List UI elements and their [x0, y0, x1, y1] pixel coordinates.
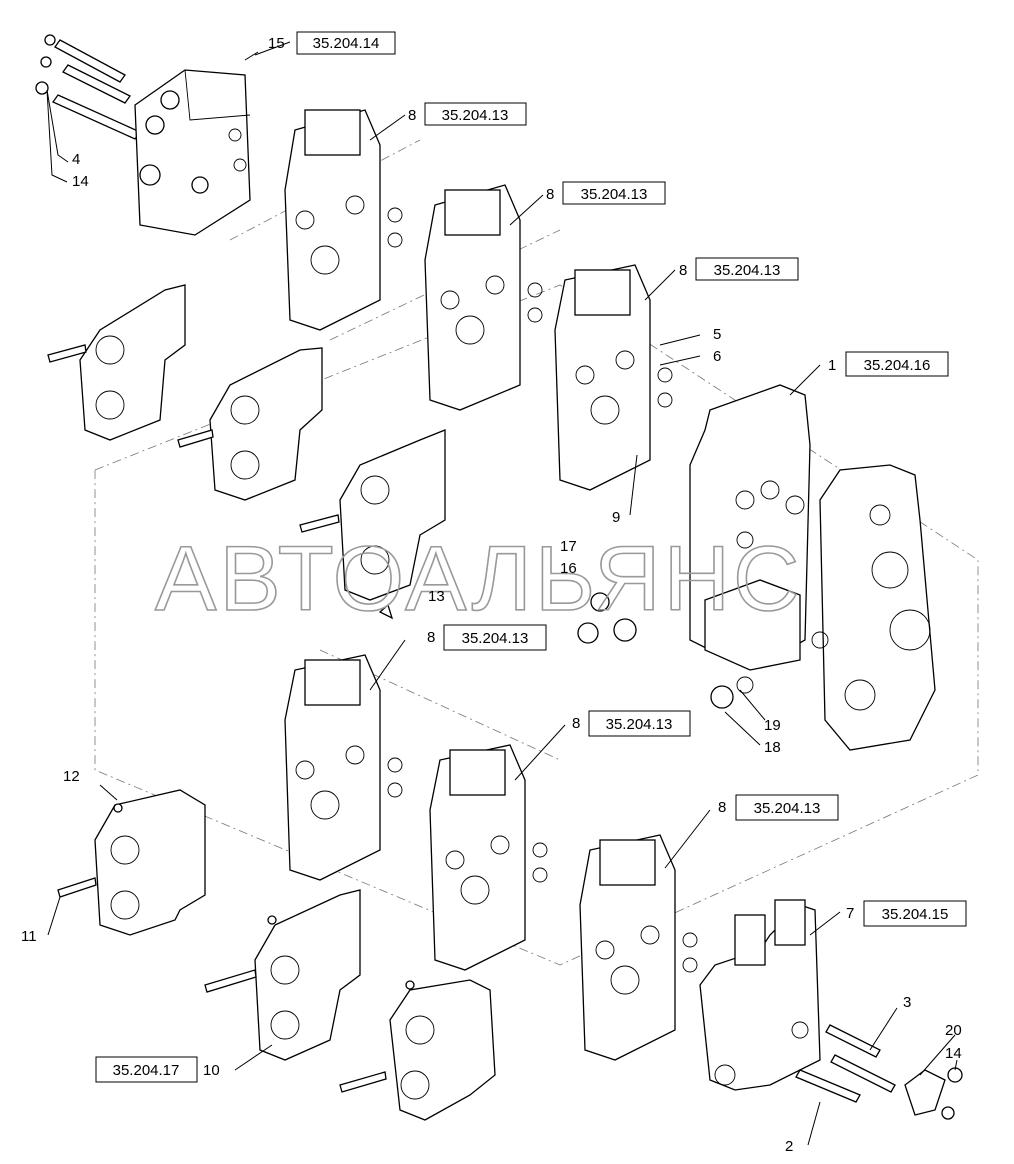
- part-label-5: 5: [713, 326, 721, 343]
- reference-box: [95, 1056, 198, 1083]
- part-label-13: 13: [428, 588, 445, 605]
- reference-code: 35.204.16: [864, 357, 931, 374]
- part-label-18: 18: [764, 739, 781, 756]
- reference-code: 35.204.13: [462, 630, 529, 647]
- reference-code: 35.204.13: [714, 262, 781, 279]
- reference-code: 35.204.17: [113, 1062, 180, 1079]
- end-cover-upper: [299, 429, 446, 601]
- leader-lines: [46, 41, 958, 1146]
- callout-number: 15: [268, 35, 285, 52]
- callout-8-e: 8 35.204.13: [572, 710, 691, 737]
- end-cover-lower-left: [57, 789, 206, 936]
- assembly-group-outline: [94, 284, 979, 966]
- watermark-text: АВТОАЛЬЯНС: [155, 528, 803, 630]
- callout-number: 7: [846, 905, 854, 922]
- reference-box: [562, 181, 666, 205]
- reference-code: 35.204.13: [581, 186, 648, 203]
- spool-section-2: [424, 184, 543, 411]
- inlet-body-1: [689, 384, 811, 671]
- reference-code: 35.204.14: [313, 35, 380, 52]
- reference-box: [845, 351, 949, 377]
- reference-code: 35.204.15: [882, 906, 949, 923]
- part-label-9: 9: [612, 509, 620, 526]
- part-label-14-lower: 14: [945, 1045, 962, 1062]
- callout-1: 1 35.204.16: [828, 351, 949, 377]
- reference-box: [296, 31, 396, 55]
- spool-section-6: [579, 834, 698, 1061]
- studs-bottom-right: [795, 1024, 963, 1120]
- callout-8-f: 8 35.204.13: [718, 794, 839, 821]
- callout-7: 7 35.204.15: [846, 900, 967, 927]
- reference-box: [588, 710, 691, 737]
- callout-number: 8: [718, 799, 726, 816]
- callout-10: 35.204.17 10: [95, 1056, 220, 1083]
- part-label-20: 20: [945, 1022, 962, 1039]
- studs-top-left: [35, 34, 141, 140]
- inlet-cover-15: [134, 69, 251, 236]
- part-label-16: 16: [560, 560, 577, 577]
- callout-15: 15 35.204.14: [268, 31, 396, 55]
- callout-8-a: 8 35.204.13: [408, 102, 527, 126]
- part-label-2: 2: [785, 1138, 793, 1155]
- callout-8-b: 8 35.204.13: [546, 181, 666, 205]
- part-label-6: 6: [713, 348, 721, 365]
- spool-section-3: [554, 264, 673, 491]
- callout-number: 8: [679, 262, 687, 279]
- end-cover-lower-mid: [204, 889, 361, 1061]
- spool-section-4: [284, 654, 403, 881]
- outlet-cover-7: [699, 899, 821, 1091]
- part-label-3: 3: [903, 994, 911, 1011]
- end-cover-lower-right: [339, 979, 496, 1121]
- spool-section-5: [429, 744, 548, 971]
- part-label-12: 12: [63, 768, 80, 785]
- reference-code: 35.204.13: [754, 800, 821, 817]
- reference-box: [424, 102, 527, 126]
- part-label-17: 17: [560, 538, 577, 555]
- callout-number: 10: [203, 1062, 220, 1079]
- callout-number: 8: [427, 629, 435, 646]
- end-cover-left: [47, 284, 186, 441]
- callout-8-d: 8 35.204.13: [427, 624, 547, 651]
- reference-code: 35.204.13: [606, 716, 673, 733]
- plugs-16-17: [378, 592, 754, 709]
- callout-number: 8: [408, 107, 416, 124]
- reference-code: 35.204.13: [442, 107, 509, 124]
- reference-box: [443, 624, 547, 651]
- callout-number: 8: [546, 186, 554, 203]
- end-cover-mid: [177, 347, 323, 501]
- part-label-14: 14: [72, 173, 89, 190]
- part-number-labels: 4 14 5 6 9 17 16 13 19 18 12 11 3 20 14 …: [21, 151, 962, 1155]
- part-label-19: 19: [764, 717, 781, 734]
- inlet-body-2: [811, 464, 936, 751]
- part-label-4: 4: [72, 151, 80, 168]
- reference-box: [863, 900, 967, 927]
- callout-number: 8: [572, 715, 580, 732]
- callout-8-c: 8 35.204.13: [679, 257, 799, 281]
- spool-section-top: [284, 109, 403, 331]
- part-label-11: 11: [21, 928, 37, 945]
- reference-box: [695, 257, 799, 281]
- reference-box: [735, 794, 839, 821]
- callout-number: 1: [828, 357, 836, 374]
